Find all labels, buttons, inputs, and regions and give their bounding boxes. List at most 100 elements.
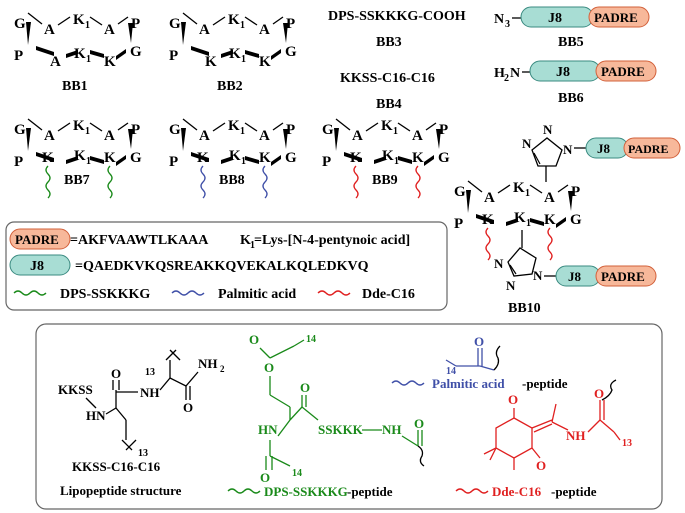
residue-k: K: [482, 212, 494, 228]
residue-p: P: [439, 122, 448, 138]
residue-a: A: [44, 22, 55, 38]
residue-g: G: [130, 150, 142, 166]
nh2-sub: 2: [220, 364, 225, 374]
residue-k1-sub: 1: [393, 126, 398, 137]
residue-k1-sub: 1: [240, 20, 245, 31]
residue-p: P: [131, 122, 140, 138]
residue-p: P: [286, 122, 295, 138]
residue-k1-sub: 1: [394, 156, 399, 167]
residue-k1-sub: 1: [525, 188, 530, 199]
j8-tag: [9, 254, 71, 276]
bb9-cyclic-peptide: G A K 1 A P P K K 1 K G BB9: [322, 118, 450, 199]
bb9-label: BB9: [372, 173, 398, 188]
residue-k: K: [544, 212, 556, 228]
residue-k1-sub: 1: [85, 20, 90, 31]
bb1-label: BB1: [62, 79, 88, 94]
amine-n: N: [510, 66, 520, 81]
j8-label: J8: [568, 269, 582, 284]
residue-k1-sub: 1: [86, 54, 91, 65]
dps-legend-wave: [13, 290, 47, 296]
residue-k1: K: [74, 148, 86, 164]
residue-k1: K: [382, 148, 394, 164]
residue-k1: K: [381, 118, 393, 134]
kkss-name: KKSS-C16-C16: [72, 459, 161, 474]
triazole-n: N: [506, 278, 516, 293]
residue-k1: K: [513, 180, 525, 196]
padre-label: PADRE: [594, 10, 638, 25]
dde-peptide-suffix: -peptide: [551, 484, 597, 499]
padre-tag: [9, 228, 71, 250]
o-text: O: [508, 392, 518, 407]
azide-sub: 3: [505, 19, 510, 30]
bb5-construct: N 3 J8 PADRE BB5: [494, 6, 650, 50]
residue-g: G: [454, 184, 466, 200]
residue-k1: K: [73, 12, 85, 28]
residue-k: K: [42, 150, 54, 166]
residue-a: A: [412, 128, 423, 144]
padre-label: PADRE: [601, 269, 645, 284]
residue-k1-sub: 1: [86, 156, 91, 167]
triazole-n: N: [543, 122, 553, 137]
palmitic-legend-wave: [171, 290, 205, 296]
residue-k1: K: [514, 210, 526, 226]
dde-chain: [353, 165, 359, 199]
n13-text: 13: [622, 438, 632, 449]
residue-k1-sub: 1: [85, 126, 90, 137]
padre-tag: [588, 6, 650, 28]
triazole-ring: [507, 247, 537, 277]
residue-k1: K: [228, 118, 240, 134]
residue-k: K: [104, 54, 116, 70]
residue-g: G: [169, 122, 181, 138]
triazole-n: N: [533, 268, 543, 283]
residue-k: K: [350, 150, 362, 166]
residue-k1: K: [229, 148, 241, 164]
residue-k: K: [197, 150, 209, 166]
kkss-text: KKSS: [58, 382, 93, 397]
bb8-label: BB8: [219, 173, 245, 188]
hn-text: HN: [86, 408, 106, 423]
padre-tag: [595, 60, 657, 82]
triazole-n: N: [494, 256, 504, 271]
palmitic-chain: [262, 165, 268, 199]
dde-peptide-name: Dde-C16: [492, 484, 542, 499]
residue-a: A: [259, 128, 270, 144]
kkss-c16-c16-structure: KKSS HN O 13 NH 13 O NH 2: [58, 349, 225, 498]
residue-g: G: [130, 44, 142, 60]
residue-a: A: [199, 22, 210, 38]
triazole-n: N: [522, 136, 532, 151]
padre-definition: =AKFVAAWTLKAAA: [70, 233, 209, 248]
amine-h: H: [494, 66, 505, 81]
residue-g: G: [322, 122, 334, 138]
residue-a: A: [484, 190, 495, 206]
k1-definition: =Lys-[N-4-pentynoic acid]: [254, 233, 410, 248]
dde-c16-structure: O NH O 13 O Dde-C16 -peptide: [455, 379, 632, 499]
residue-k: K: [259, 54, 271, 70]
residue-p: P: [571, 184, 580, 200]
dde-legend-wave: [317, 290, 351, 296]
hn-text: HN: [258, 422, 278, 437]
residue-k1-sub: 1: [241, 54, 246, 65]
azide-n: N: [494, 12, 504, 27]
o-text: O: [249, 332, 259, 347]
o-text: O: [183, 400, 193, 415]
residue-k1: K: [74, 46, 86, 62]
residue-g: G: [438, 150, 450, 166]
residue-k1-sub: 1: [526, 218, 531, 229]
k1-symbol-sub: 1: [250, 240, 255, 251]
residue-k1-sub: 1: [240, 126, 245, 137]
lipopeptide-structure-title: Lipopeptide structure: [60, 483, 182, 498]
nh-text: NH: [382, 422, 402, 437]
n14-text: 14: [446, 366, 456, 377]
palmitic-chain: [200, 165, 206, 199]
residue-a: A: [104, 128, 115, 144]
residue-p: P: [322, 154, 331, 170]
nh2-text: NH: [198, 356, 218, 371]
padre-tag: [595, 265, 657, 287]
dps-sskkkg-structure: O 14 O O SSKKK NH O HN: [227, 332, 425, 499]
residue-g: G: [285, 44, 297, 60]
residue-k1-sub: 1: [241, 156, 246, 167]
bb10-construct: N N N J8 PADRE G A K 1 A P P K K 1 K G: [454, 122, 681, 316]
residue-k: K: [104, 150, 116, 166]
bb7-cyclic-peptide: G A K 1 A P P K K 1 K G BB7: [14, 118, 142, 199]
